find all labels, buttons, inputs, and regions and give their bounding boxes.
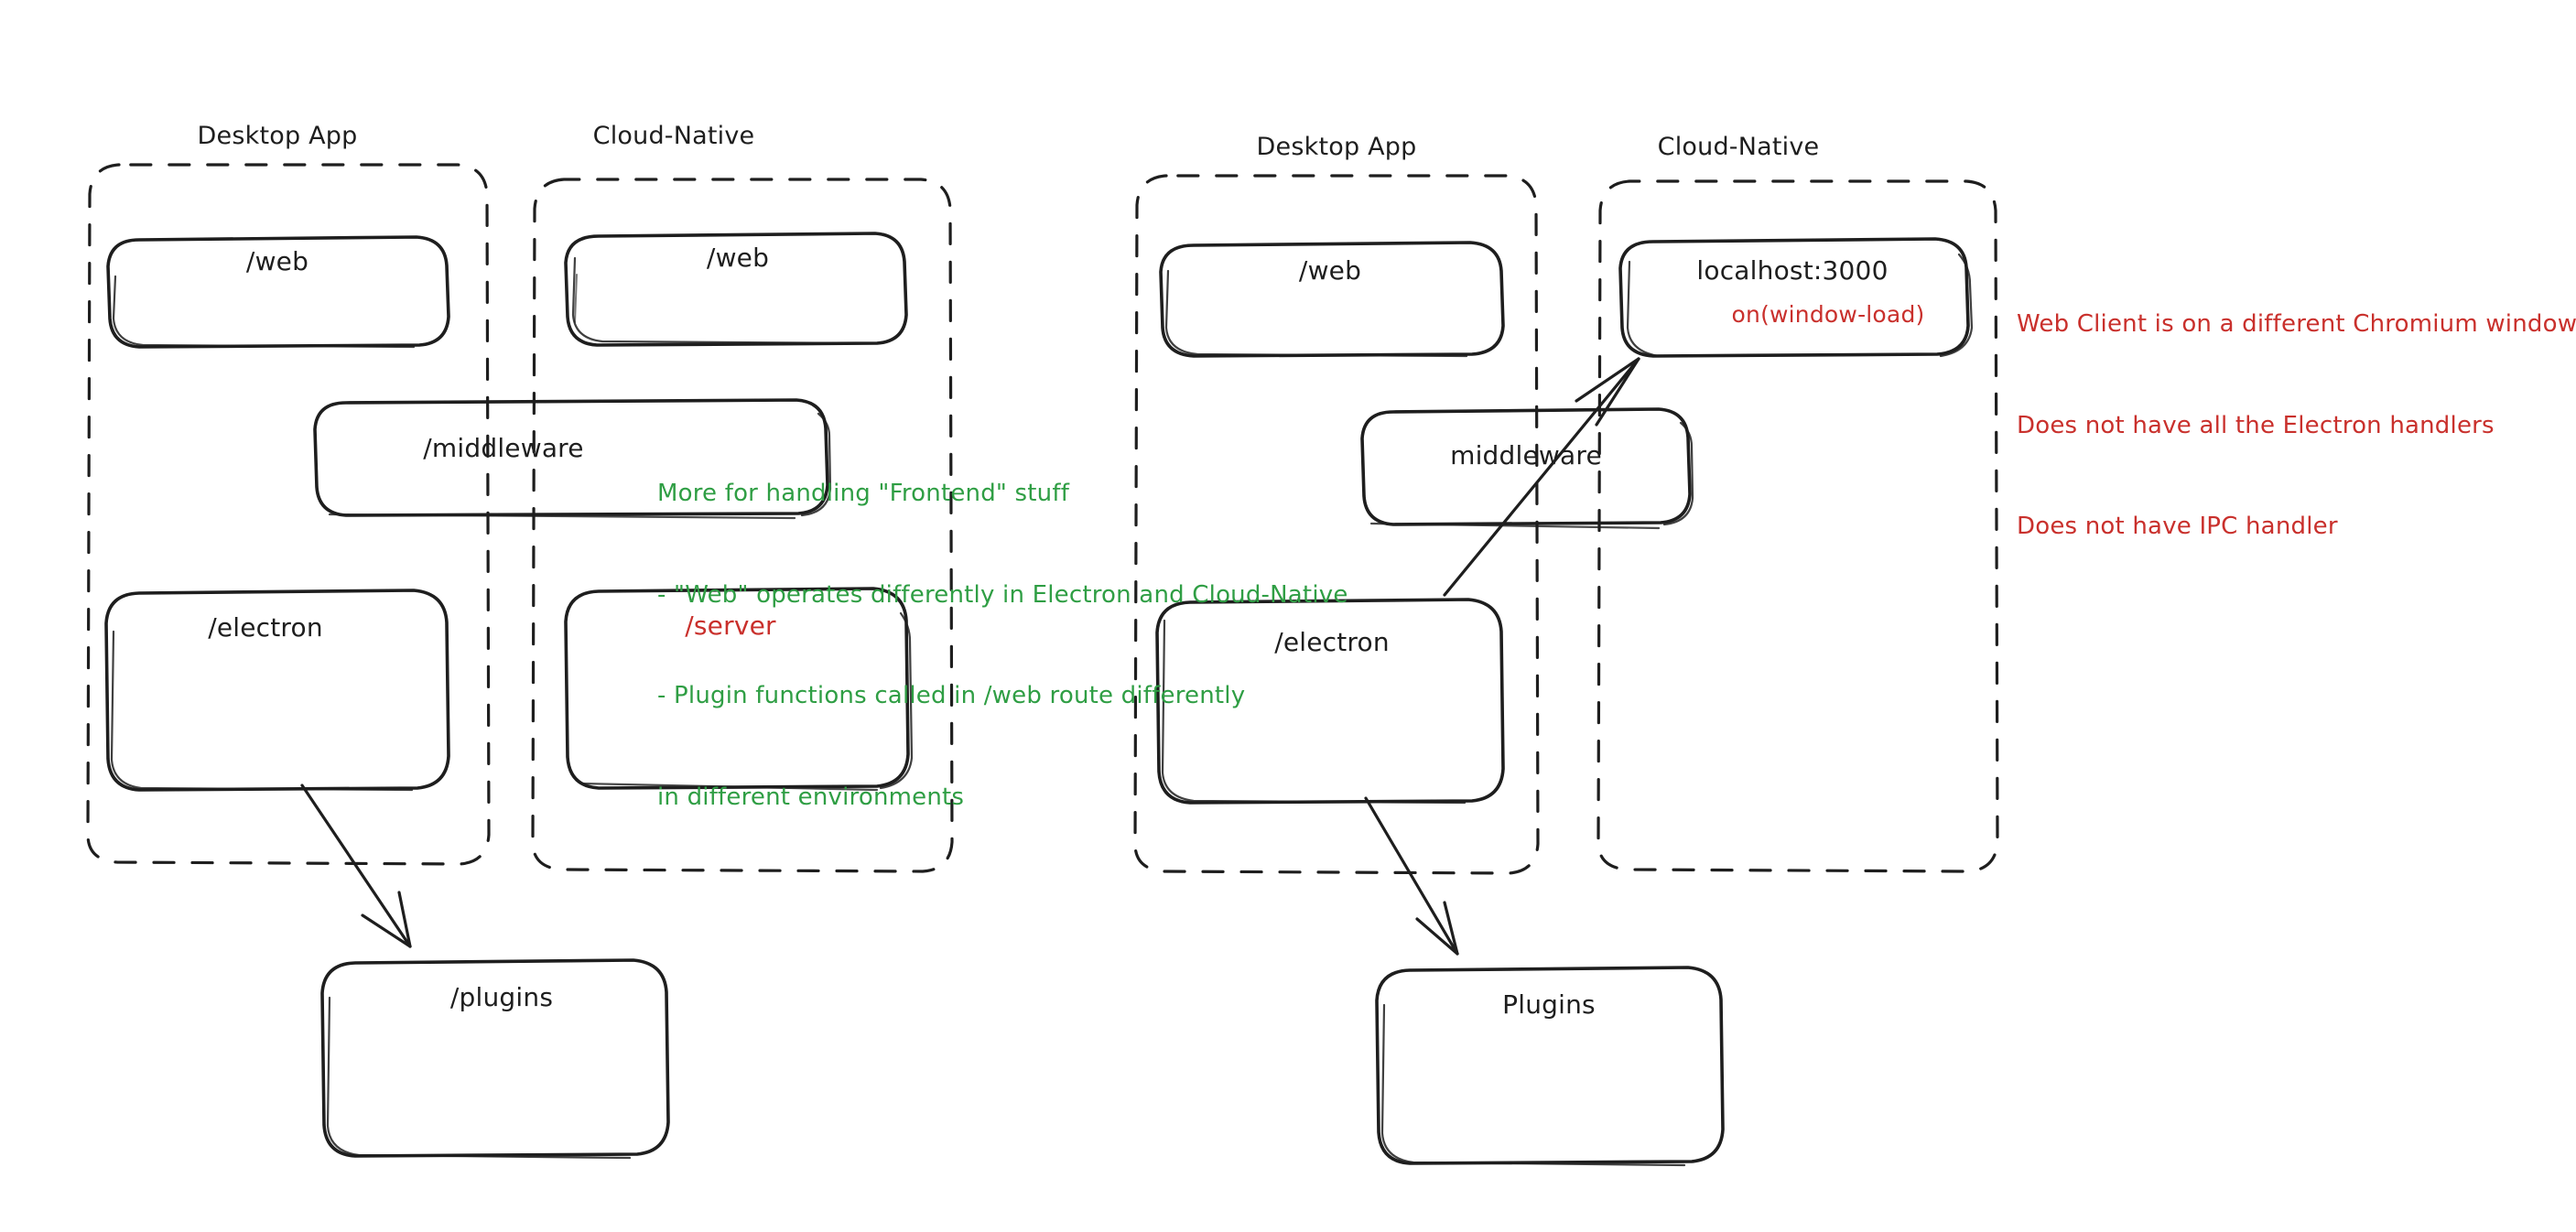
node-label-l-electron: /electron [208, 612, 323, 643]
node-outline-r-middleware [1360, 407, 1694, 530]
arrow-electron-to-plugins-right [1364, 796, 1459, 956]
annotation-red-note: Web Client is on a different Chromium wi… [2017, 240, 2576, 611]
group-title-left-cloud: Cloud-Native [592, 122, 755, 150]
arrow-electron-to-plugins-left [300, 784, 412, 948]
node-outline-l-plugins [320, 958, 670, 1160]
group-title-right-cloud: Cloud-Native [1657, 133, 1820, 161]
node-label-l-plugins: /plugins [449, 982, 554, 1012]
annotation-green-line-4: in different environments [657, 783, 965, 811]
node-outline-l-middleware [313, 398, 832, 520]
annotation-red-line-3: Does not have IPC handler [2017, 513, 2338, 541]
node-outline-l-electron [104, 589, 450, 792]
annotation-green-note: More for handling "Frontend" stuff - "We… [657, 409, 1348, 882]
node-label-r-web: /web [1298, 255, 1362, 286]
annotation-green-line-2: - "Web" operates differently in Electron… [657, 580, 1348, 609]
node-outline-l-cloud-web [564, 232, 908, 347]
node-outline-r-localhost [1618, 237, 1974, 358]
node-outline-r-web [1159, 241, 1505, 358]
group-outline-left-desktop [86, 163, 491, 866]
group-outline-right-desktop [1133, 174, 1540, 875]
group-title-left-desktop: Desktop App [197, 122, 358, 150]
annotation-red-line-1: Web Client is on a different Chromium wi… [2017, 309, 2576, 338]
annotation-green-line-3: - Plugin functions called in /web route … [657, 682, 1246, 710]
node-outline-l-web [106, 235, 450, 349]
node-label-r-plugins: Plugins [1502, 989, 1596, 1020]
node-label-r-localhost: localhost:3000 [1696, 255, 1889, 286]
node-outline-l-server [564, 587, 914, 792]
group-outline-left-cloud [531, 178, 954, 873]
node-label-l-server: /server [685, 611, 776, 641]
node-outline-r-electron [1155, 598, 1505, 805]
node-label-l-middleware: /middleware [423, 433, 584, 463]
node-label-r-middleware: middleware [1450, 440, 1602, 470]
group-title-right-desktop: Desktop App [1256, 133, 1417, 161]
node-outline-r-plugins [1375, 966, 1725, 1167]
node-label-r-electron: /electron [1274, 627, 1390, 657]
annotation-green-line-1: More for handling "Frontend" stuff [657, 479, 1070, 507]
node-label-l-cloud-web: /web [706, 243, 770, 273]
node-sublabel-r-localhost: on(window-load) [1731, 301, 1925, 328]
annotation-red-line-2: Does not have all the Electron handlers [2017, 411, 2495, 439]
node-label-l-web: /web [245, 246, 309, 276]
arrow-electron-to-localhost [1443, 357, 1640, 597]
